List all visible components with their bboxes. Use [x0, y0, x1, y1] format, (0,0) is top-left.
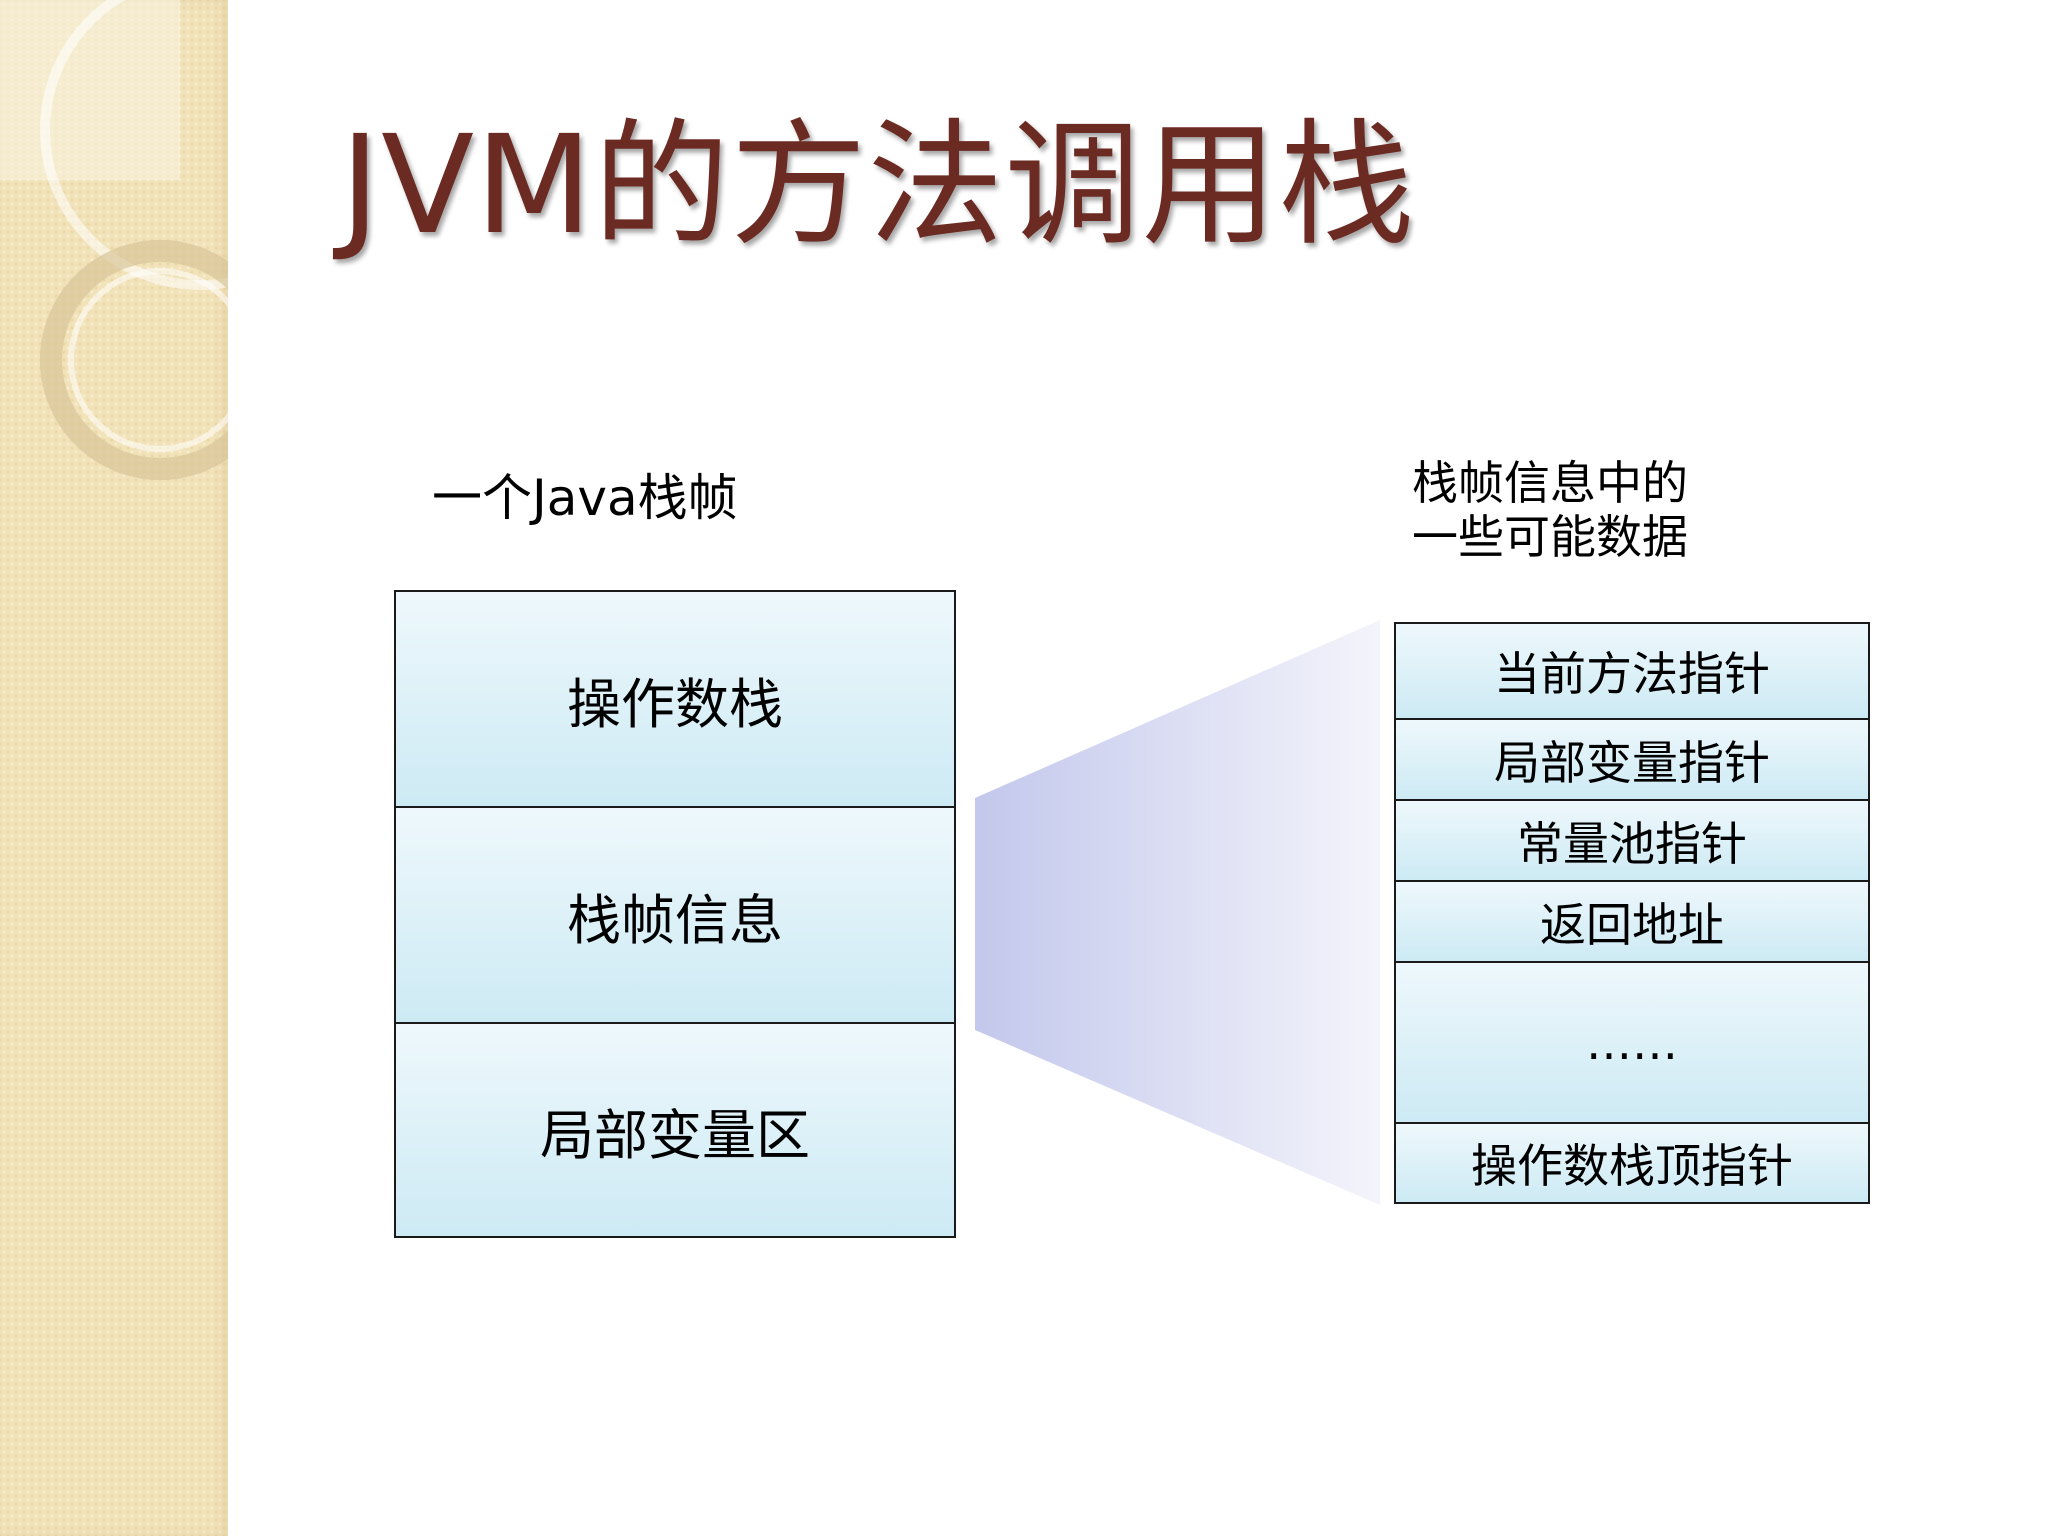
- info-cell-text: 当前方法指针: [1494, 647, 1770, 701]
- frame-cell-frame-info: 栈帧信息: [396, 808, 954, 1024]
- frame-cell-text: 栈帧信息: [567, 888, 783, 952]
- info-cell-text: 常量池指针: [1517, 816, 1747, 871]
- expansion-connector: [975, 620, 1380, 1205]
- info-cell-text: 返回地址: [1540, 897, 1724, 952]
- decorative-side-strip: [0, 0, 360, 1536]
- info-cell-operand-stack-top-pointer: 操作数栈顶指针: [1396, 1124, 1868, 1202]
- info-cell-return-address: 返回地址: [1396, 882, 1868, 963]
- info-cell-constant-pool-pointer: 常量池指针: [1396, 801, 1868, 882]
- info-cell-current-method-pointer: 当前方法指针: [1396, 624, 1868, 720]
- info-cell-local-variable-pointer: 局部变量指针: [1396, 720, 1868, 801]
- frame-info-stack: 当前方法指针 局部变量指针 常量池指针 返回地址 …… 操作数栈顶指针: [1394, 622, 1870, 1204]
- info-cell-text: 操作数栈顶指针: [1471, 1139, 1793, 1193]
- slide-title: JVM的方法调用栈: [340, 107, 1416, 265]
- frame-info-label-line1: 栈帧信息中的: [1412, 456, 1688, 510]
- java-frame-label: 一个Java栈帧: [432, 469, 738, 527]
- frame-info-label-line2: 一些可能数据: [1412, 510, 1688, 564]
- info-cell-text: 局部变量指针: [1494, 735, 1770, 790]
- java-frame-stack: 操作数栈 栈帧信息 局部变量区: [394, 590, 956, 1238]
- frame-cell-text: 操作数栈: [567, 672, 783, 736]
- frame-info-label: 栈帧信息中的 一些可能数据: [1412, 456, 1688, 564]
- frame-cell-text: 局部变量区: [540, 1103, 810, 1167]
- info-cell-text: ……: [1586, 1015, 1678, 1070]
- frame-cell-operand-stack: 操作数栈: [396, 592, 954, 808]
- connector-wedge: [975, 620, 1380, 1205]
- info-cell-ellipsis: ……: [1396, 963, 1868, 1124]
- frame-cell-local-variables: 局部变量区: [396, 1024, 954, 1236]
